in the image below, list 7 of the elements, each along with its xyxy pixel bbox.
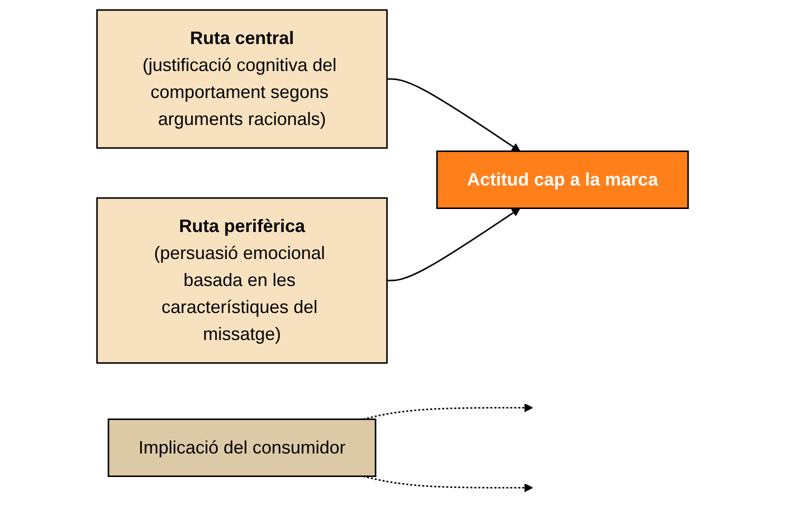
arrow bbox=[387, 207, 521, 281]
arrow bbox=[363, 475, 534, 492]
arrow bbox=[387, 78, 521, 152]
node-box: Ruta central (justificació cognitiva del comportament segons arguments racionals) bbox=[96, 8, 388, 148]
node-box: Implicació del consumidor bbox=[108, 418, 377, 477]
node-box: Ruta perifèrica (persuasió emocional basada en les característiques del missatge) bbox=[96, 196, 388, 364]
node-box: Actitud cap a la marca bbox=[436, 150, 690, 209]
